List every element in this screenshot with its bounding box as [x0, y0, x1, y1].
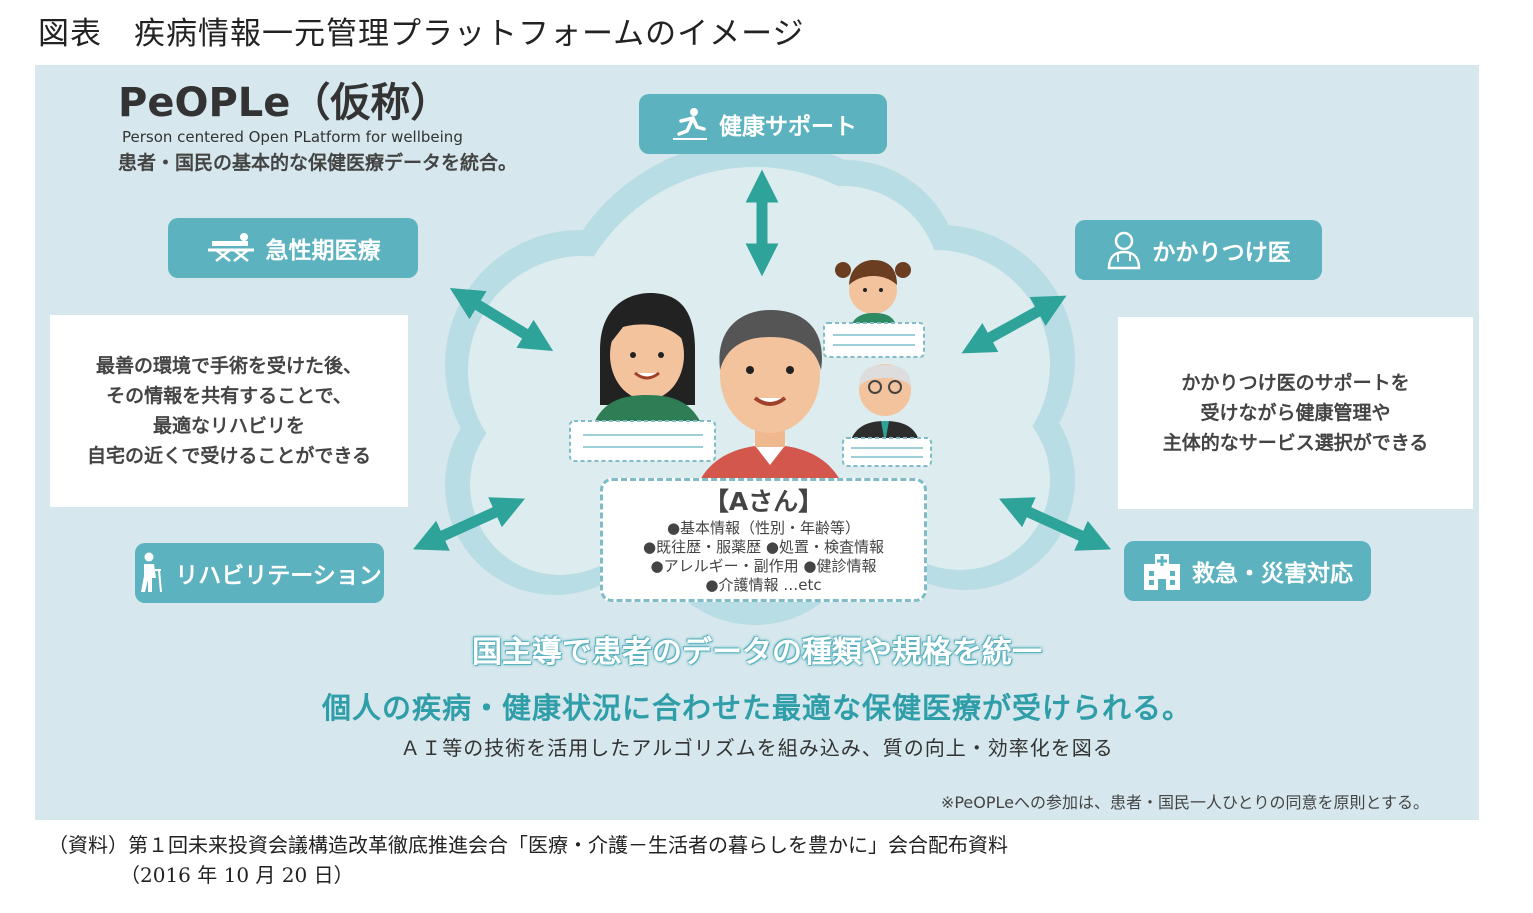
source-citation: （資料）第１回未来投資会議構造改革徹底推進会合「医療・介護－生活者の暮らしを豊か…	[48, 830, 1008, 890]
badge-family-doctor: かかりつけ医	[1075, 220, 1322, 280]
profile-card-elderly	[842, 437, 932, 467]
badge-family-doctor-label: かかりつけ医	[1152, 240, 1291, 266]
consent-note: ※PeOPLeへの参加は、患者・国民一人ひとりの同意を原則とする。	[940, 793, 1429, 812]
brand-subtitle: Person centered Open PLatform for wellbe…	[122, 128, 463, 146]
patient-info-item: ●基本情報（性別・年齢等）	[666, 519, 861, 537]
doctor-icon	[1108, 231, 1141, 270]
badge-health-support-label: 健康サポート	[719, 114, 857, 140]
family-doctor-description-box: かかりつけ医のサポートを 受けながら健康管理や 主体的なサービス選択ができる	[1118, 317, 1473, 509]
woman-figure	[595, 293, 700, 421]
diagram-panel: PeOPLe（仮称） Person centered Open PLatform…	[35, 65, 1479, 820]
patient-info-item: ●既往歴・服薬歴 ●処置・検査情報	[643, 538, 884, 556]
family-doctor-description-line: 主体的なサービス選択ができる	[1162, 432, 1429, 454]
rehab-description-box: 最善の環境で手術を受けた後、 その情報を共有することで、 最適なリハビリを 自宅…	[50, 315, 408, 507]
rehab-description-line: 最善の環境で手術を受けた後、	[95, 355, 362, 377]
family-doctor-description-line: 受けながら健康管理や	[1200, 402, 1391, 424]
patient-info-item: ●アレルギー・副作用 ●健診情報	[650, 557, 877, 575]
arrow-emergency	[998, 497, 1112, 551]
patient-info-card: 【Aさん】 ●基本情報（性別・年齢等） ●既往歴・服薬歴 ●処置・検査情報 ●ア…	[600, 478, 927, 602]
sub-tagline: ＡＩ等の技術を活用したアルゴリズムを組み込み、質の向上・効率化を図る	[400, 736, 1114, 760]
arrow-acute-care	[449, 287, 554, 352]
figure-title: 図表 疾病情報一元管理プラットフォームのイメージ	[38, 16, 805, 52]
brand-block: PeOPLe（仮称） Person centered Open PLatform…	[118, 79, 517, 176]
badge-emergency: 救急・災害対応	[1124, 541, 1371, 601]
main-tagline: 個人の疾病・健康状況に合わせた最適な保健医療が受けられる。	[321, 691, 1192, 725]
badge-health-support: 健康サポート	[639, 94, 887, 154]
walker-person-icon	[141, 552, 163, 593]
stretcher-icon	[207, 233, 254, 262]
arrow-family-doctor	[961, 295, 1067, 354]
runner-icon	[673, 108, 707, 140]
badge-rehabilitation-label: リハビリテーション	[175, 563, 382, 589]
patient-info-title: 【Aさん】	[703, 487, 824, 516]
rehab-description-line: 最適なリハビリを	[152, 415, 305, 437]
hospital-icon	[1144, 554, 1180, 590]
badge-rehabilitation: リハビリテーション	[135, 543, 384, 603]
family-doctor-description-line: かかりつけ医のサポートを	[1181, 372, 1410, 394]
badge-emergency-label: 救急・災害対応	[1192, 561, 1353, 587]
elderly-man-figure	[850, 364, 920, 443]
source-line-1: （資料）第１回未来投資会議構造改革徹底推進会合「医療・介護－生活者の暮らしを豊か…	[48, 833, 1008, 857]
profile-card-girl	[823, 322, 925, 358]
man-figure	[700, 310, 840, 480]
rehab-description-line: その情報を共有することで、	[106, 385, 352, 407]
brand-description: 患者・国民の基本的な保健医療データを統合。	[118, 152, 518, 174]
arrow-rehabilitation	[412, 497, 526, 551]
badge-acute-care: 急性期医療	[168, 218, 418, 278]
brand-name: PeOPLe（仮称）	[118, 80, 451, 126]
badge-acute-care-label: 急性期医療	[265, 238, 381, 264]
patient-info-item: ●介護情報 …etc	[705, 576, 822, 594]
profile-card-woman	[569, 420, 716, 462]
unify-statement: 国主導で患者のデータの種類や規格を統一	[472, 635, 1042, 670]
rehab-description-line: 自宅の近くで受けることができる	[86, 445, 372, 467]
source-line-2: （2016 年 10 月 20 日）	[120, 863, 354, 887]
